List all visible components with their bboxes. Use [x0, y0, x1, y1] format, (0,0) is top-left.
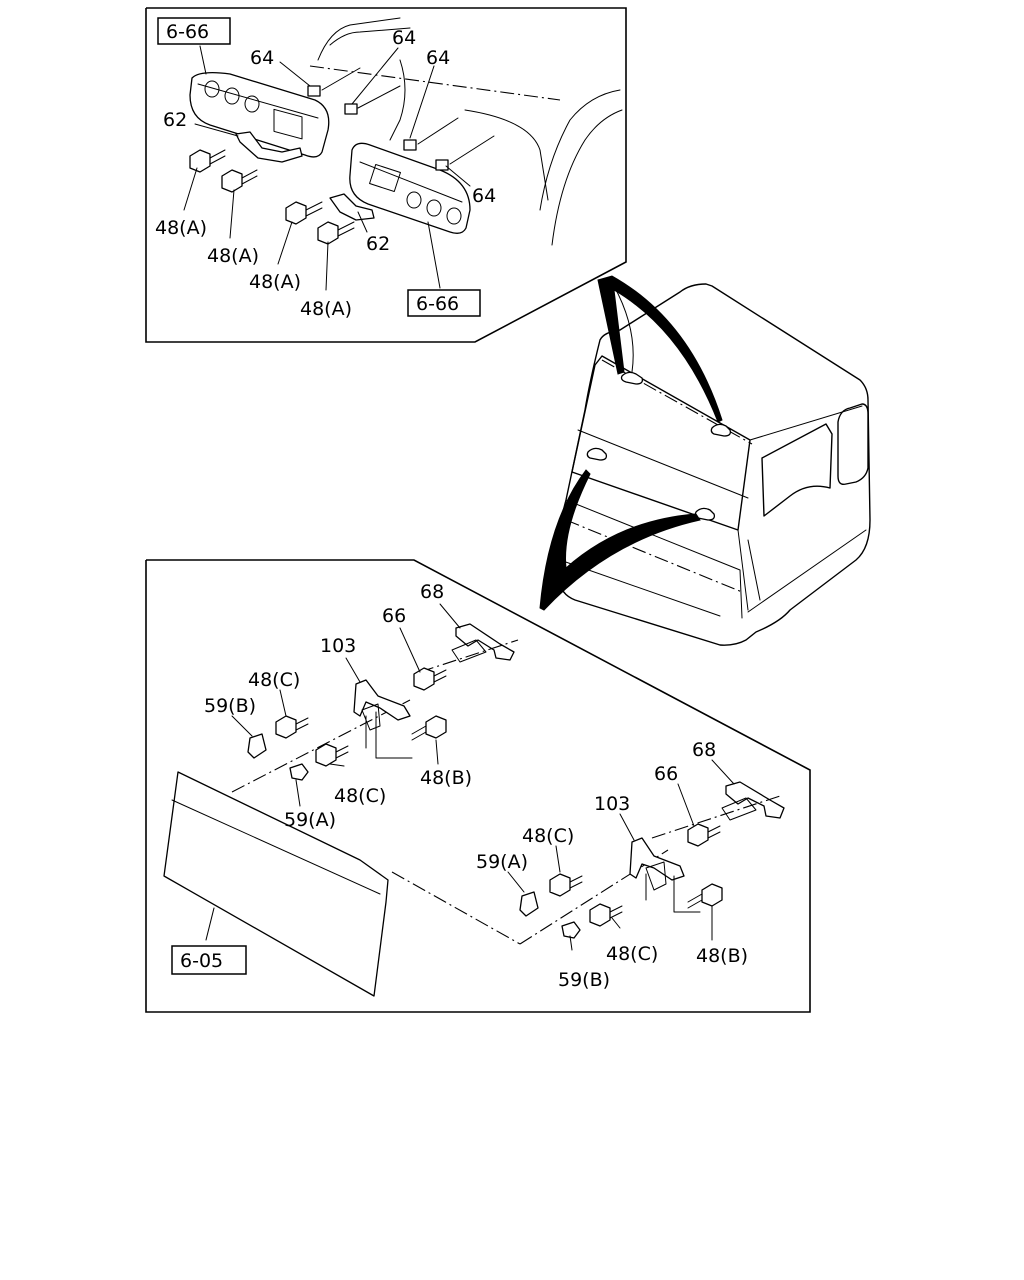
ref-box-bottom: 6-05	[171, 945, 247, 975]
label-59a-a: 59(A)	[284, 809, 336, 831]
label-103-a: 103	[320, 635, 356, 657]
bottom-detail-panel: 6-05 68 66 103 48(C) 59(B) 48(C) 48(B) 5…	[145, 559, 811, 1013]
bolt-48c-right-2	[589, 903, 623, 927]
ref-label-bottom: 6-05	[180, 950, 223, 972]
marker-lamp-right	[349, 142, 471, 234]
bolt-48a-3	[285, 201, 323, 225]
label-68-b: 68	[692, 739, 716, 761]
bolt-48c-left-2	[315, 743, 349, 767]
label-48a-4: 48(A)	[300, 298, 352, 320]
label-48b-a: 48(B)	[420, 767, 472, 789]
bolt-48a-4	[317, 221, 355, 245]
ref-label-top-left: 6-66	[166, 21, 209, 43]
label-62-b: 62	[366, 233, 390, 255]
ref-label-top-right: 6-66	[416, 293, 459, 315]
clip-64-right	[403, 117, 495, 171]
label-103-b: 103	[594, 793, 630, 815]
bolt-48c-left-1	[275, 715, 309, 739]
label-48b-b: 48(B)	[696, 945, 748, 967]
bolt-48b-right	[687, 883, 723, 909]
label-48a-3: 48(A)	[249, 271, 301, 293]
bolt-48a-1	[189, 149, 226, 173]
clip-59a-left	[289, 763, 309, 781]
label-48c-c: 48(C)	[522, 825, 574, 847]
bolt-66-right	[687, 823, 721, 847]
label-64-d: 64	[472, 185, 496, 207]
front-panel	[163, 699, 669, 997]
bracket-62-left	[235, 131, 303, 163]
bracket-68-left	[419, 623, 519, 673]
label-66-a: 66	[382, 605, 406, 627]
bolt-48c-right-1	[549, 873, 583, 897]
marker-lamp-left	[189, 72, 330, 158]
label-62-a: 62	[163, 109, 187, 131]
clip-59b-left	[247, 733, 267, 759]
clip-64-left	[307, 67, 401, 115]
label-59a-b: 59(A)	[476, 851, 528, 873]
label-48a-1: 48(A)	[155, 217, 207, 239]
bolt-66-left	[413, 667, 447, 691]
ref-box-top-left: 6-66	[157, 17, 231, 45]
ref-box-top-right: 6-66	[407, 289, 481, 317]
label-66-b: 66	[654, 763, 678, 785]
bracket-68-right	[651, 781, 785, 839]
arm-103-right	[629, 837, 685, 891]
bolt-48a-2	[221, 169, 258, 193]
pointer-arrows	[539, 275, 723, 611]
label-59b-b: 59(B)	[558, 969, 610, 991]
leader-lines-bottom	[205, 603, 735, 951]
clip-59a-right	[519, 891, 539, 917]
label-59b-a: 59(B)	[204, 695, 256, 717]
label-48c-d: 48(C)	[606, 943, 658, 965]
label-64-a: 64	[250, 47, 274, 69]
label-48a-2: 48(A)	[207, 245, 259, 267]
label-64-b: 64	[392, 27, 416, 49]
top-detail-panel: 6-66 6-66 64 64 64 64 62 62 48(A) 48(A) …	[145, 7, 627, 343]
label-48c-a: 48(C)	[248, 669, 300, 691]
label-68-a: 68	[420, 581, 444, 603]
label-64-c: 64	[426, 47, 450, 69]
bracket-62-right	[329, 193, 375, 221]
clip-59b-right	[561, 921, 581, 939]
arm-103-left	[353, 679, 411, 731]
leader-lines-top	[183, 45, 471, 291]
truck-cab	[557, 283, 871, 646]
label-48c-b: 48(C)	[334, 785, 386, 807]
bolt-48b-left	[411, 715, 447, 741]
